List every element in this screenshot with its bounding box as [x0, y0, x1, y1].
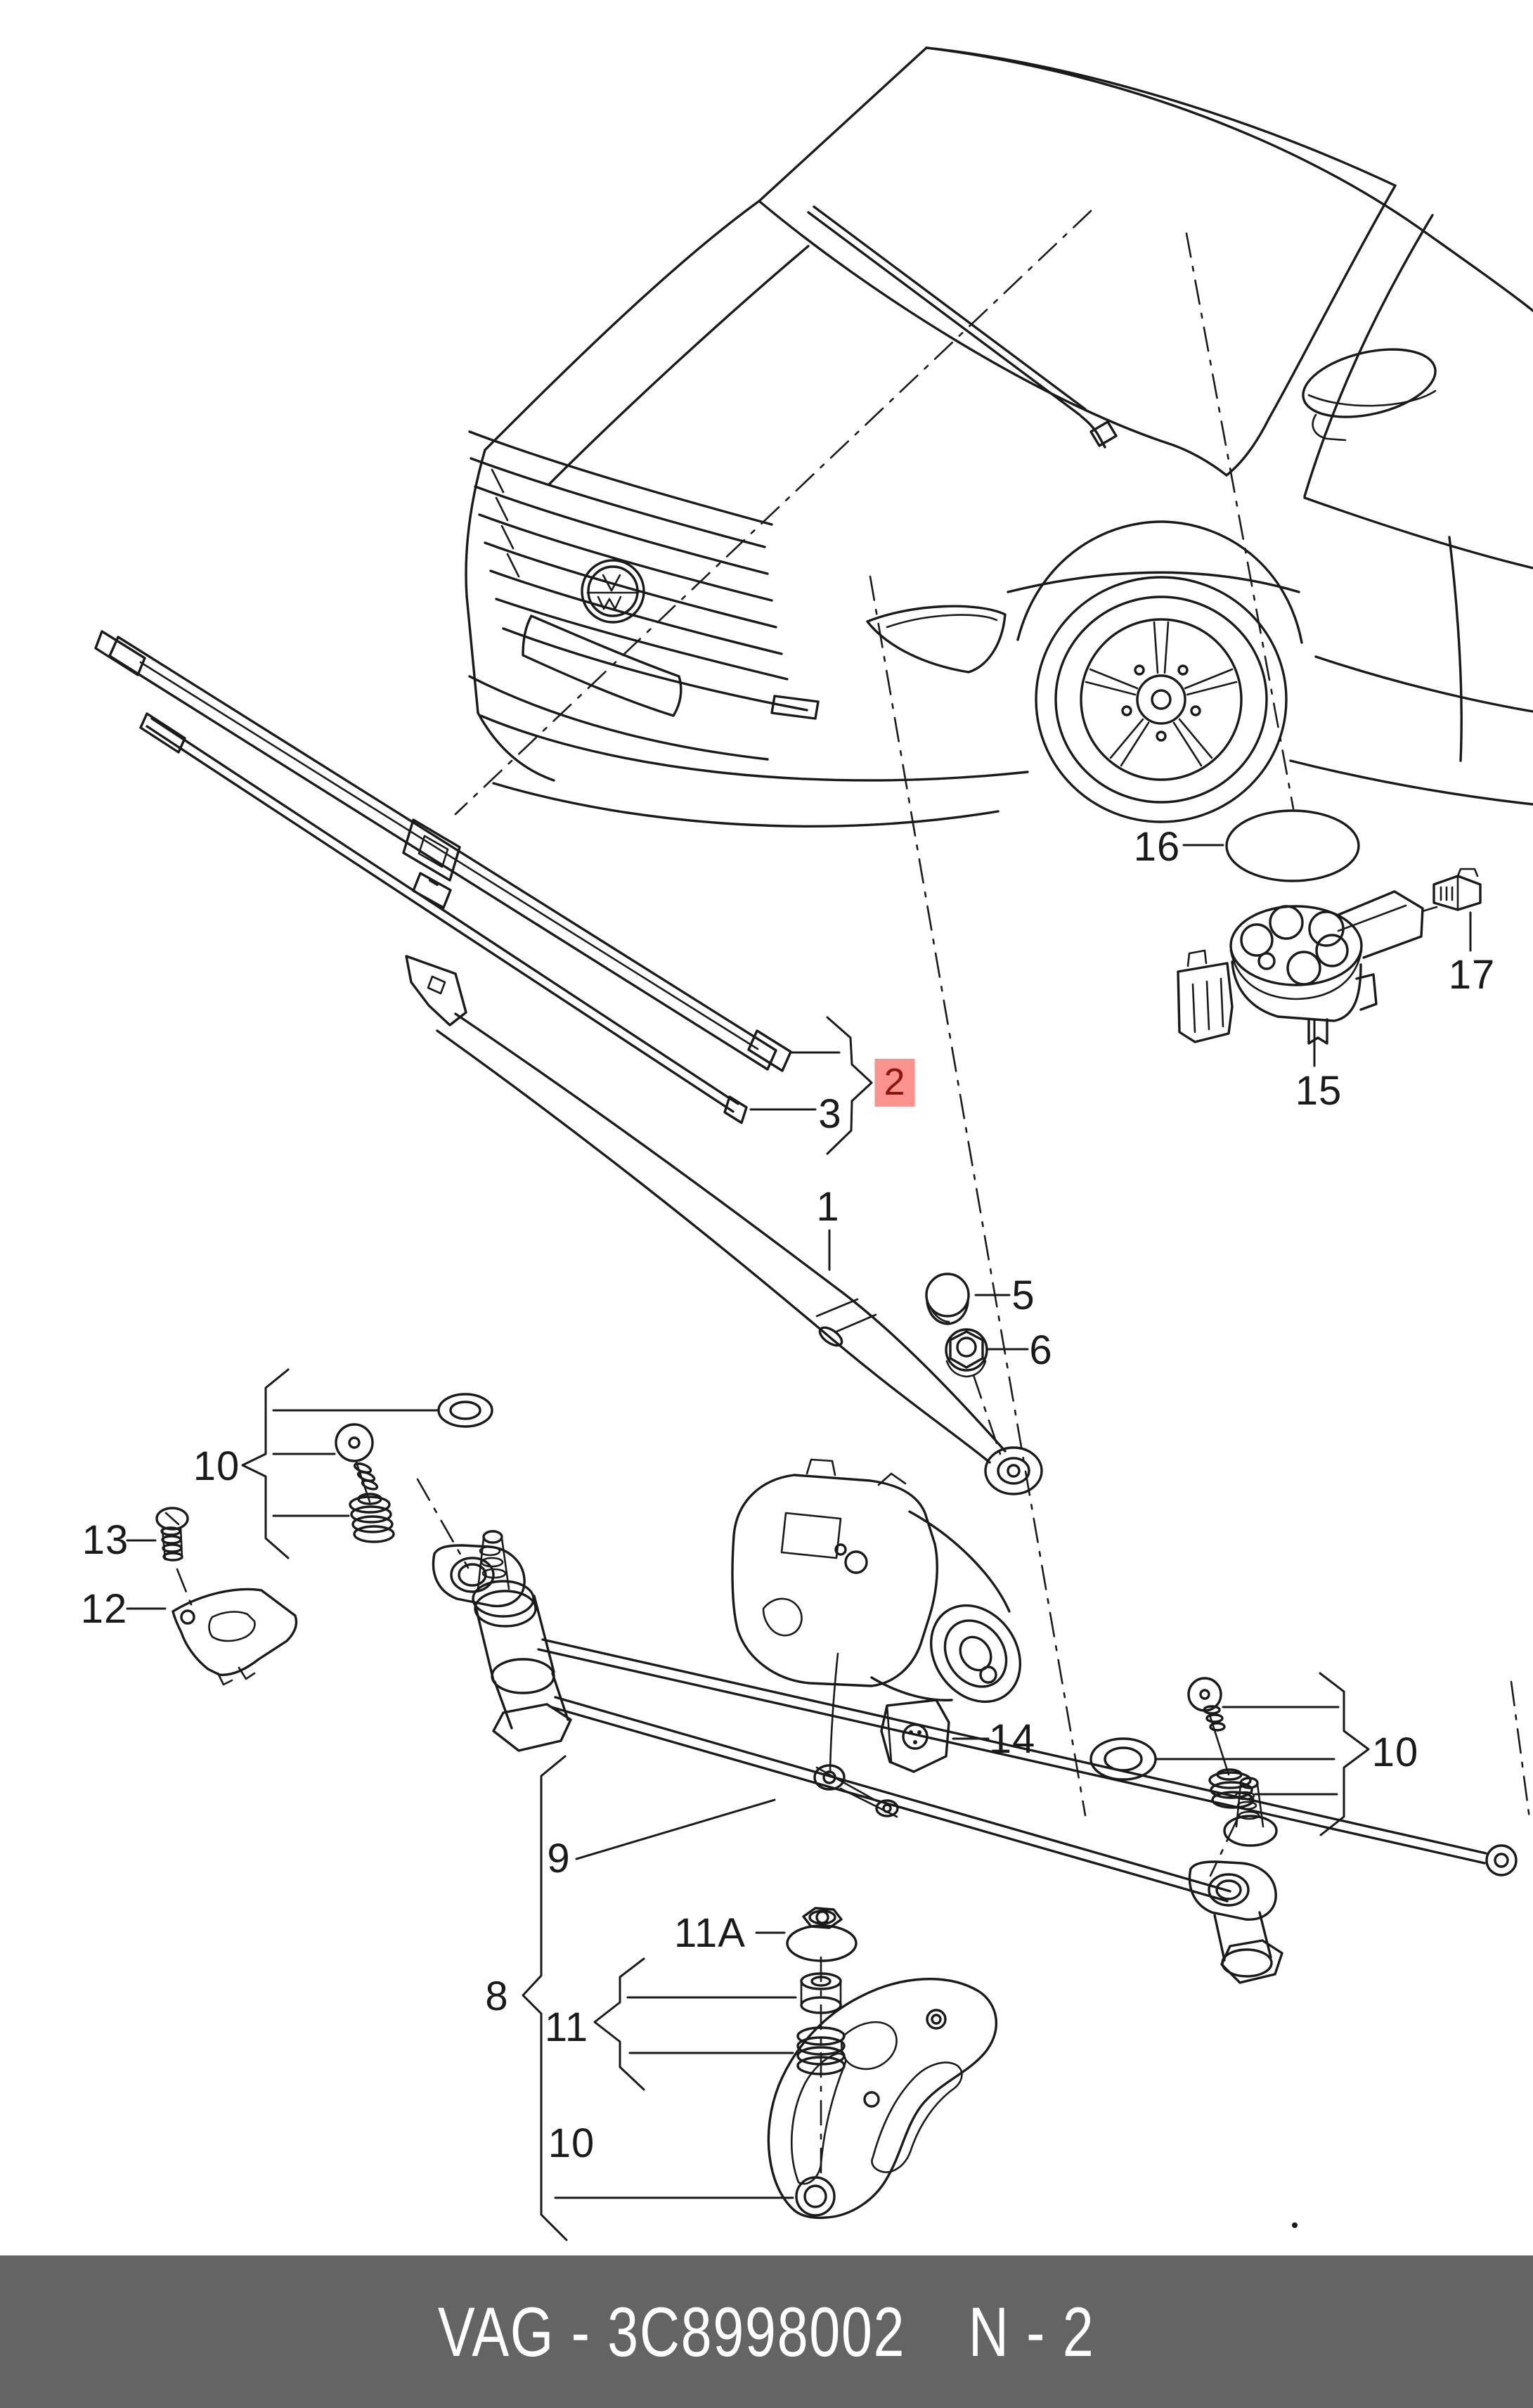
part-label-13[interactable]: 13 — [82, 1517, 129, 1563]
leader-dash-lines — [176, 210, 1531, 2182]
part-label-1[interactable]: 1 — [816, 1184, 840, 1230]
cap-fastener — [925, 1273, 970, 1325]
leader-lines — [126, 844, 1472, 2241]
car-illustration — [465, 46, 1533, 828]
part-label-2[interactable]: 2 — [874, 1059, 915, 1107]
part-label-11[interactable]: 11 — [544, 2004, 589, 2050]
fastener-group-right — [1089, 1677, 1255, 1809]
part-label-5[interactable]: 5 — [1011, 1273, 1035, 1318]
mounting-plate — [767, 1978, 997, 2220]
brace-10-left — [241, 1368, 290, 1559]
nut-11a — [786, 1907, 858, 1962]
part-label-10c[interactable]: 10 — [548, 2120, 595, 2166]
part-label-11A[interactable]: 11A — [674, 1910, 746, 1956]
brace-11 — [593, 1957, 645, 2091]
footer-part-number: VAG - 3C8998002 — [438, 2292, 906, 2371]
part-label-14[interactable]: 14 — [988, 1716, 1036, 1762]
footer-text: VAG - 3C8998002 N - 2 — [438, 2292, 1095, 2372]
part-label-6[interactable]: 6 — [1029, 1327, 1053, 1373]
wiper-refill — [139, 712, 748, 1124]
sensor-connector-17 — [1432, 868, 1482, 911]
seal-pad-16 — [1225, 809, 1360, 882]
part-label-16[interactable]: 16 — [1133, 824, 1181, 870]
stray-dot — [1292, 2222, 1298, 2228]
wiper-arm — [405, 955, 1043, 1495]
part-label-8[interactable]: 8 — [485, 1974, 509, 2019]
brace-10-right — [1319, 1672, 1370, 1836]
brace-2 — [826, 1016, 873, 1155]
part-label-17[interactable]: 17 — [1448, 952, 1496, 998]
part-label-10a[interactable]: 10 — [193, 1443, 240, 1489]
part-label-9[interactable]: 9 — [547, 1836, 571, 1881]
footer-page-code: N - 2 — [969, 2292, 1095, 2371]
bracket-8 — [522, 1755, 568, 2241]
wiper-blade — [94, 630, 792, 1072]
part-label-15[interactable]: 15 — [1295, 1068, 1343, 1114]
footer-bar: VAG - 3C8998002 N - 2 — [0, 2255, 1533, 2408]
screw-13 — [155, 1507, 189, 1562]
wiper-motor — [731, 1458, 1022, 1773]
mounting-bracket-12 — [172, 1588, 298, 1686]
part-label-3[interactable]: 3 — [818, 1091, 842, 1137]
part-label-10b[interactable]: 10 — [1371, 1730, 1419, 1775]
rain-sensor — [1177, 890, 1438, 1045]
fastener-group-left — [335, 1393, 493, 1543]
part-label-12[interactable]: 12 — [80, 1586, 128, 1632]
